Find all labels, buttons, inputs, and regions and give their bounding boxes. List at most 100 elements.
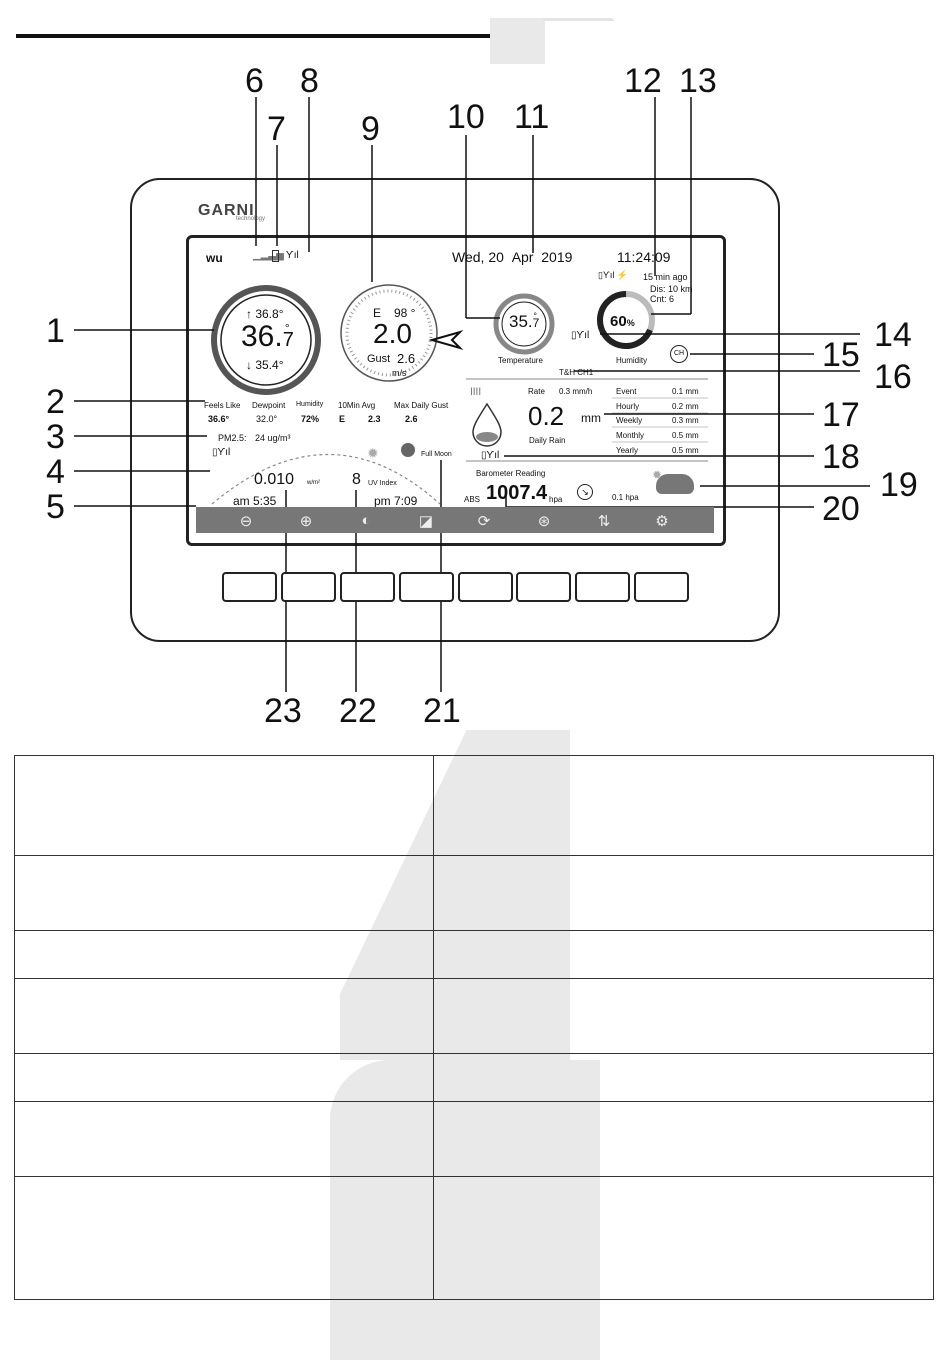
callout-13: 13 [679,62,717,100]
indoor-temp-label: Temperature [498,356,543,365]
wind-degree: 98 ° [394,306,416,320]
wu-logo: wu [206,251,223,265]
indoor-temp-inner [501,301,547,347]
outdoor-temp-min: ↓ 35.4° [246,358,284,372]
wind-direction-arrow [428,329,464,351]
lightning-ago: 15 min ago [643,272,688,282]
date-display: Wed, 20 Apr 2019 [452,249,573,265]
plus-icon[interactable]: ⊕ [299,513,313,530]
forecast-cloud-icon [656,474,694,494]
stat-header-feels: Feels Like [204,401,241,410]
pm25-sensor-icons: ▯Ƴıl [212,447,231,458]
hw-button-1[interactable] [222,572,277,602]
outdoor-gauge-inner [220,294,312,386]
wind-direction: E [373,306,382,320]
callout-22: 22 [339,692,377,730]
callout-2: 2 [46,383,65,421]
hw-button-4[interactable] [399,572,454,602]
header-rule [16,34,490,38]
table-row [14,1101,934,1177]
up-down-icon[interactable]: ⇅ [597,513,611,530]
solar-arc [211,454,441,505]
callout-3: 3 [46,418,65,456]
rain-rate: 0.3 mm/h [559,387,593,396]
wind-unit: m/s [392,368,407,378]
callout-17: 17 [822,396,860,434]
sunrise: am 5:35 [233,494,277,508]
callout-19: 19 [880,466,918,504]
moon-icon [401,443,415,457]
solar-radiation: 0.010 [254,471,295,488]
rain-daily: 0.2 [528,401,565,431]
channel-cycle-icon[interactable]: ⊛ [537,513,551,530]
legend-table [14,755,934,1300]
rain-daily-label: Daily Rain [529,436,566,445]
callout-15: 15 [822,336,860,374]
stat-header-gust: Max Daily Gust [394,401,449,410]
refresh-icon[interactable]: ⟳ [477,513,491,530]
toolbar [196,507,714,533]
hw-button-3[interactable] [340,572,395,602]
wind-gust: 2.6 [397,351,416,366]
callout-5: 5 [46,488,65,526]
hw-button-8[interactable] [634,572,689,602]
solar-unit: w/m² [307,480,320,486]
rain-yearly-value: 0.5 mm [672,446,699,455]
hw-button-6[interactable] [516,572,571,602]
callout-12: 12 [624,62,662,100]
outdoor-temp: 36.7° [241,320,294,353]
indoor-humidity: 60% [610,313,635,330]
raindrop-icon [472,402,502,447]
stat-humidity: 72% [301,414,320,424]
channel-icon[interactable]: CH [670,345,688,363]
callout-21: 21 [423,692,461,730]
callout-9: 9 [361,110,380,148]
signal-icon: ▁▂▃▅ [253,250,284,261]
brand-logo: GARNI [198,202,255,219]
callout-14: 14 [874,316,912,354]
callout-23: 23 [264,692,302,730]
antenna-icon: Ƴıl [286,250,299,261]
stat-dewpoint: 32.0° [256,414,278,424]
indoor-sensor-icons: ▯Ƴıl [571,330,590,341]
humidity-label: Humidity [616,356,648,365]
gear-icon[interactable]: ⚙ [655,513,669,530]
rain-monthly-value: 0.5 mm [672,431,699,440]
table-row [14,755,934,856]
minus-icon[interactable]: ⊖ [239,513,253,530]
callout-20: 20 [822,490,860,528]
brand-tagline: technology [236,216,266,222]
forecast-sun-icon: ✹ [652,468,663,482]
uv-label: UV Index [368,480,397,487]
callout-7: 7 [267,110,286,148]
stat-header-dewpoint: Dewpoint [252,401,286,410]
rain-weekly-label: Weekly [616,416,643,425]
battery-icon [272,250,279,262]
baro-trend: 0.1 hpa [612,493,639,502]
rain-event-label: Event [616,387,637,396]
table-row [14,1053,934,1102]
baro-unit: hpa [549,495,563,504]
rain-event-value: 0.1 mm [672,387,699,396]
hw-button-5[interactable] [458,572,513,602]
stat-header-avg: 10Min Avg [338,401,376,410]
lightning-distance: Dis: 10 km [650,284,693,294]
rain-icon: ꞁꞁꞁꞁ [470,385,482,396]
hw-button-2[interactable] [281,572,336,602]
hw-button-7[interactable] [575,572,630,602]
callout-16: 16 [874,358,912,396]
edit-icon[interactable]: ◪ [418,513,434,530]
callout-18: 18 [822,438,860,476]
outdoor-temp-max: ↑ 36.8° [246,307,284,321]
wind-speed: 2.0 [373,318,412,349]
table-row [14,855,934,931]
baro-value: 1007.4 [486,482,548,504]
wind-compass-outer [340,284,438,382]
uv-index: 8 [352,471,361,488]
contrast-icon[interactable]: ◐ [361,512,371,529]
lightning-count: Cnt: 6 [650,294,675,304]
outdoor-gauge-ring [211,285,321,395]
callout-10: 10 [447,98,485,136]
indoor-temp-ring [493,293,555,355]
stat-avg-speed: 2.3 [368,414,381,424]
